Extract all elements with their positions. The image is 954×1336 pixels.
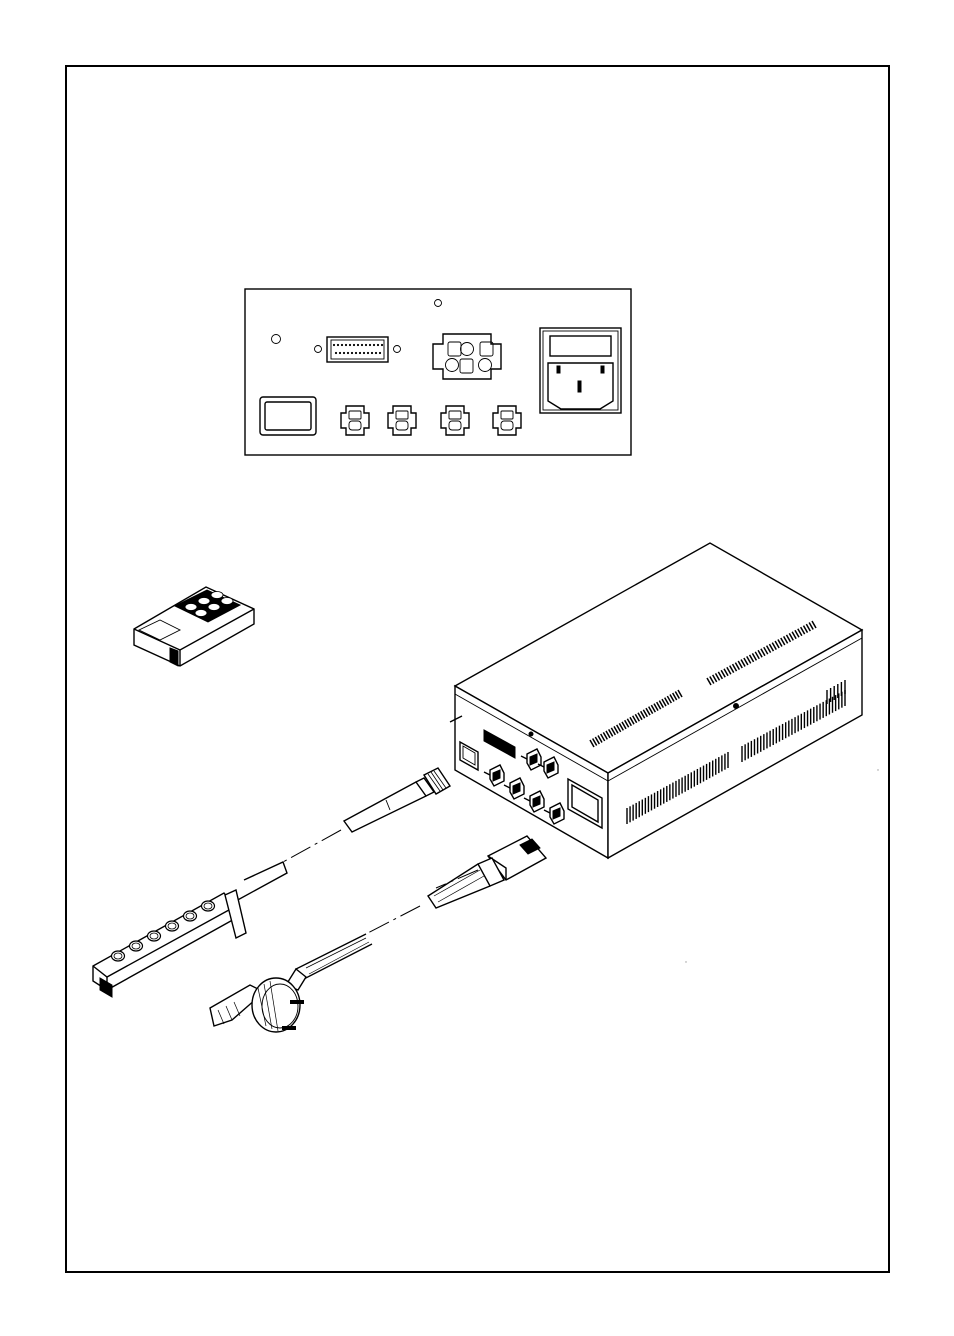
dsub-connector xyxy=(315,337,401,362)
guide-line xyxy=(366,906,420,934)
small-socket xyxy=(341,406,369,435)
remote-control-icon xyxy=(134,587,254,666)
hand-switch-button xyxy=(112,951,125,961)
hand-switch-button xyxy=(184,911,197,921)
small-socket xyxy=(388,406,416,435)
guide-line xyxy=(436,870,478,888)
hand-switch-button xyxy=(166,921,179,931)
mount-hole xyxy=(272,335,281,344)
motor-socket-6pin xyxy=(433,334,501,379)
power-inlet xyxy=(540,328,621,413)
small-socket xyxy=(441,406,469,435)
mount-hole xyxy=(435,300,442,307)
guide-line xyxy=(283,830,341,862)
small-socket xyxy=(493,406,521,435)
handset-cable-connector xyxy=(344,768,450,832)
control-box-icon xyxy=(450,543,862,858)
motor-connector-icon xyxy=(428,836,546,908)
hand-switch-icon xyxy=(93,862,287,997)
hand-switch-button xyxy=(148,931,161,941)
rocker-switch xyxy=(260,397,316,435)
hand-switch-button xyxy=(130,941,143,951)
mains-plug-icon xyxy=(210,934,372,1032)
hand-switch-button xyxy=(202,901,215,911)
small-sockets xyxy=(341,406,521,435)
rear-panel-diagram xyxy=(245,289,631,455)
